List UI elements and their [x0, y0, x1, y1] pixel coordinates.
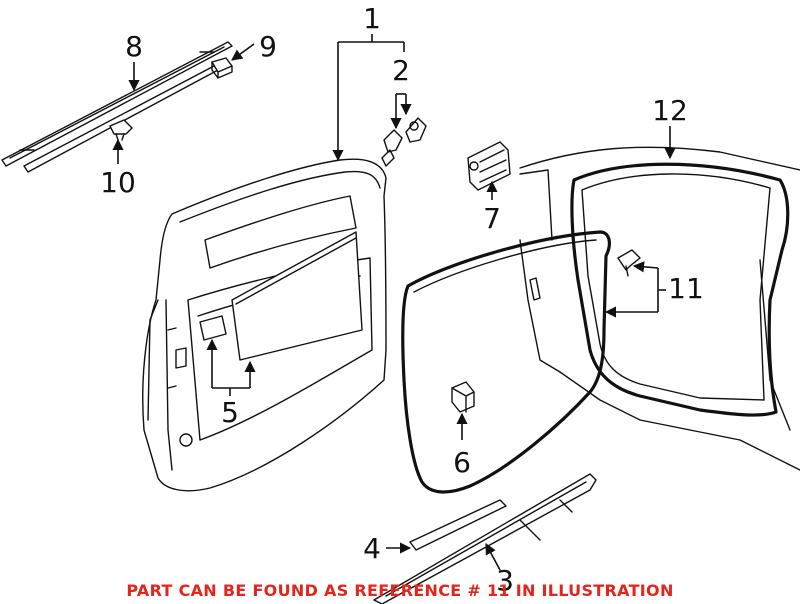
fastener-part-10 — [109, 119, 133, 141]
leader-lines — [112, 34, 676, 571]
pad-part-5 — [199, 315, 227, 341]
callout-10: 10 — [100, 166, 136, 199]
callout-7: 7 — [483, 202, 501, 235]
callout-1: 1 — [363, 2, 381, 35]
reference-caption: PART CAN BE FOUND AS REFERENCE # 11 IN I… — [126, 581, 673, 600]
callout-12: 12 — [652, 94, 688, 127]
callout-4: 4 — [363, 532, 381, 565]
callout-6: 6 — [453, 446, 471, 479]
clip-part-9 — [211, 57, 233, 79]
grommet-part-7 — [467, 141, 511, 191]
door-weatherstrip-part-11 — [401, 230, 611, 494]
door-shell-part-1 — [142, 158, 387, 492]
callout-3: 3 — [496, 564, 514, 597]
push-pin-part-11 — [617, 249, 641, 277]
body-weatherstrip-part-12 — [519, 146, 800, 471]
sill-strip-part-4 — [409, 499, 507, 551]
callout-5: 5 — [221, 396, 239, 429]
callout-2: 2 — [392, 54, 410, 87]
clip-part-6 — [451, 381, 475, 413]
callout-8: 8 — [125, 30, 143, 63]
callout-9: 9 — [259, 30, 277, 63]
hinge-part-2 — [381, 117, 427, 167]
callout-11: 11 — [668, 272, 704, 305]
callout-labels: 1 2 3 4 5 6 7 8 9 10 11 12 — [100, 2, 704, 597]
belt-molding-part-8 — [1, 41, 233, 173]
sill-plate-part-3 — [373, 473, 597, 604]
